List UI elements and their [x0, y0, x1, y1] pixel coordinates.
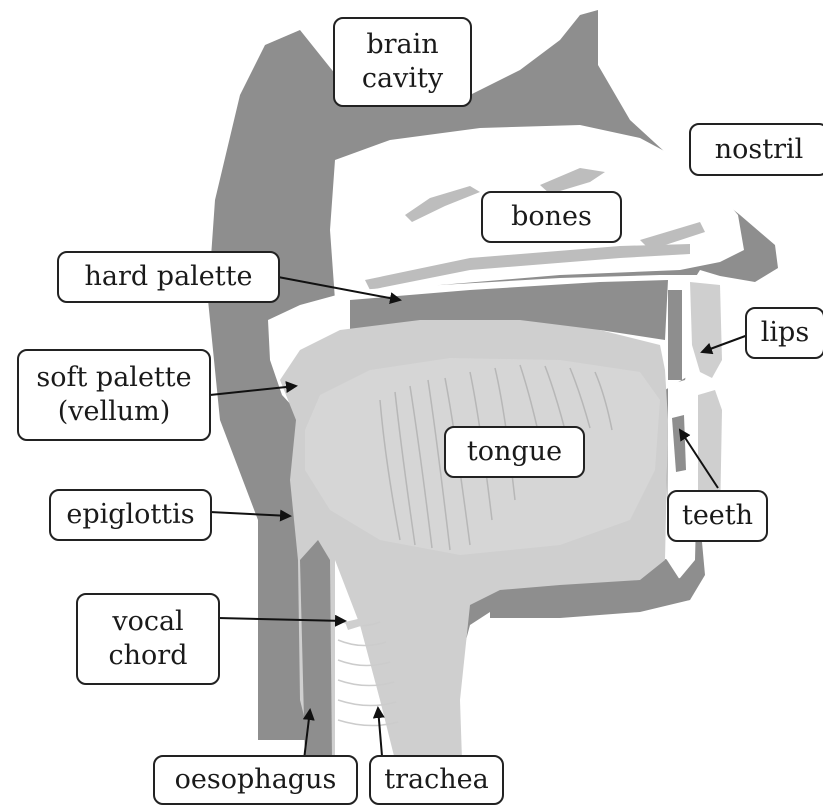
lower-incisor: [672, 415, 686, 472]
label-tongue: tongue: [444, 426, 585, 478]
label-vocal-chord: vocal chord: [76, 593, 220, 685]
label-oesophagus: oesophagus: [153, 755, 358, 805]
label-bones: bones: [481, 191, 622, 243]
label-epiglottis: epiglottis: [49, 489, 212, 541]
label-brain-cavity: brain cavity: [333, 17, 472, 107]
oesophagus-tube: [300, 540, 332, 760]
label-teeth: teeth: [667, 490, 768, 542]
label-hard-palette: hard palette: [57, 251, 280, 303]
label-trachea: trachea: [369, 755, 504, 805]
label-lips: lips: [745, 307, 823, 359]
upper-incisor: [668, 290, 682, 380]
label-nostril: nostril: [689, 123, 823, 176]
label-soft-palette: soft palette (vellum): [17, 349, 211, 441]
